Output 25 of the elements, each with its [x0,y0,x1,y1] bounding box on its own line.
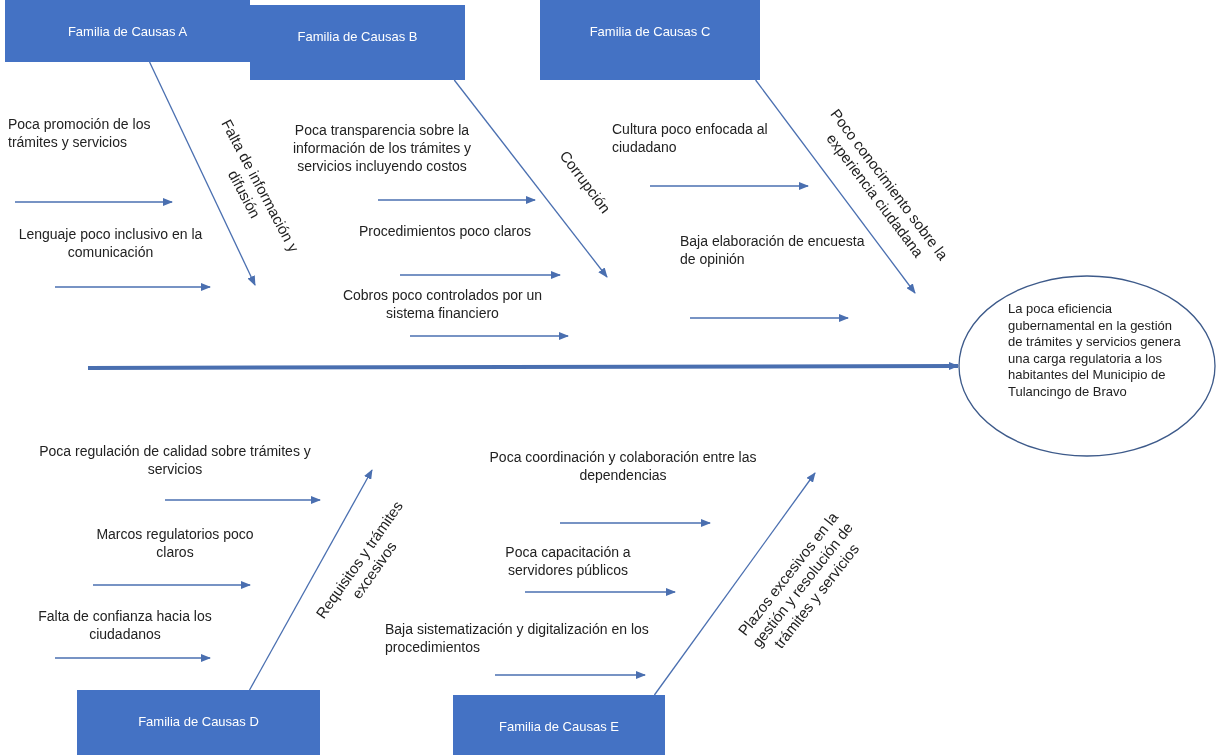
arrow [248,469,373,691]
arrow [148,61,256,286]
cause-text: Baja sistematización y digitalización en los procedimientos [385,620,675,656]
family-box: Familia de Causas E [453,695,665,755]
arrow [653,472,816,696]
family-box: Familia de Causas C [540,0,760,80]
cause-text: Poca coordinación y colaboración entre las dependencias [478,448,768,484]
cause-text: Cultura poco enfocada al ciudadano [612,120,802,156]
cause-text: Poca capacitación a servidores públicos [483,543,653,579]
family-box: Familia de Causas A [5,0,250,62]
cause-text: Poca transparencia sobre la información de los trámites y servicios incluyendo costos [268,121,496,175]
cause-text: Baja elaboración de encuesta de opinión [680,232,865,268]
family-box: Familia de Causas B [250,5,465,80]
cause-text: Falta de confianza hacia los ciudadanos [35,607,215,643]
cause-text: Procedimientos poco claros [345,222,545,240]
arrow [453,79,608,278]
arrow [754,79,916,294]
cause-text: Cobros poco controlados por un sistema financiero [335,286,550,322]
arrow [88,362,959,370]
family-box: Familia de Causas D [77,690,320,755]
cause-text: Poca regulación de calidad sobre trámites y servicios [30,442,320,478]
cause-text: Lenguaje poco inclusivo en la comunicación [8,225,213,261]
cause-text: Poca promoción de los trámites y servicios [8,115,158,151]
effect-ellipse: La poca eficiencia gubernamental en la gestión de trámites y servicios genera una carga regulatoria a los habitantes del Municipio de Tulancingo de Bravo [958,275,1216,457]
cause-text: Marcos regulatorios poco claros [90,525,260,561]
